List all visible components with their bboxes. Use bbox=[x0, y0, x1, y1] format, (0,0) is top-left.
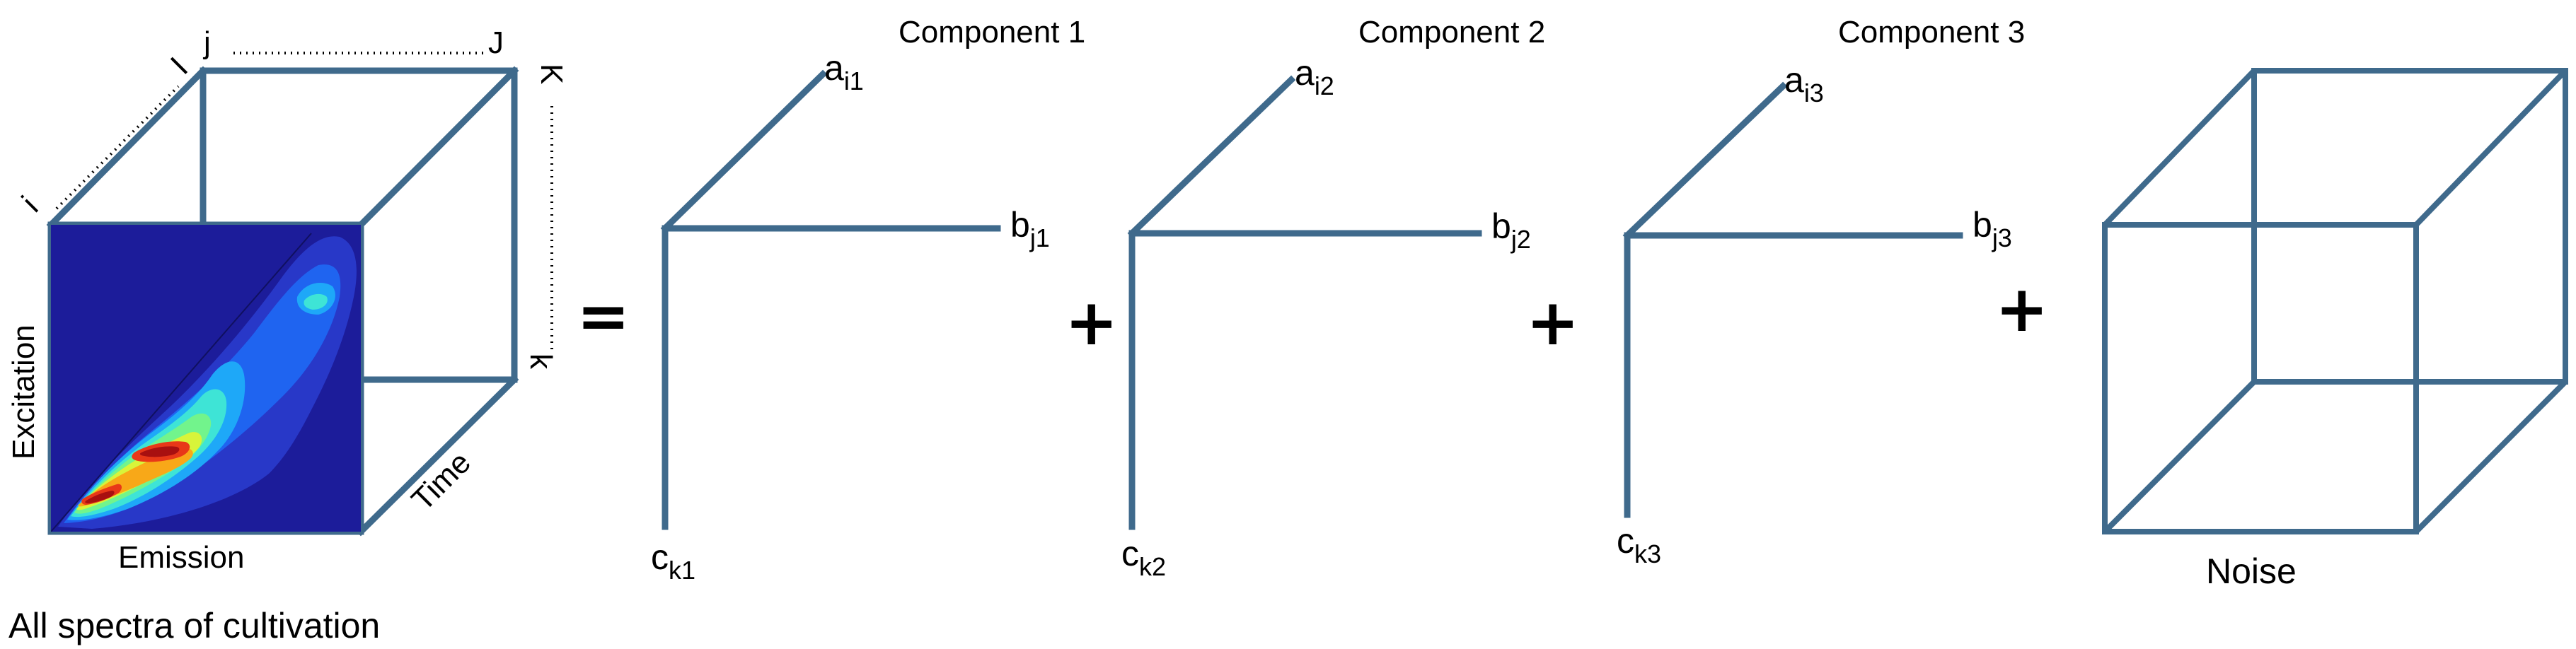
cube-label-i-end: I bbox=[164, 50, 195, 81]
component-3-title: Component 3 bbox=[1838, 15, 2025, 49]
plus-sign-3: + bbox=[1995, 272, 2048, 346]
component-3-b-label: bj3 bbox=[1973, 205, 2012, 252]
component-1: Component 1 ai1 bj1 ck1 bbox=[651, 15, 1085, 585]
noise-cube: Noise bbox=[2102, 68, 2568, 591]
equals-sign: = bbox=[577, 279, 630, 353]
time-axis-label: Time bbox=[405, 445, 478, 518]
component-1-b-label: bj1 bbox=[1010, 205, 1050, 252]
emission-axis-label: Emission bbox=[118, 540, 245, 575]
component-2-a-label: ai2 bbox=[1295, 53, 1334, 100]
noise-label: Noise bbox=[2206, 551, 2297, 591]
heatmap-level-9 bbox=[85, 491, 115, 503]
plus-sign-1: + bbox=[1065, 286, 1118, 360]
cube-label-j-end: J bbox=[488, 25, 504, 60]
noise-edge-top-right bbox=[2414, 69, 2568, 227]
cube-edge-top-left bbox=[46, 66, 208, 230]
component-2: Component 2 ai2 bj2 ck2 bbox=[1121, 15, 1545, 581]
component-1-a-label: ai1 bbox=[824, 48, 864, 95]
heatmap-diagonal bbox=[51, 233, 312, 532]
heatmap-level-9b bbox=[139, 446, 180, 457]
cube-label-i-start: i bbox=[16, 189, 45, 219]
guide-i-dots bbox=[55, 85, 180, 210]
component-2-c-label: ck2 bbox=[1121, 534, 1166, 581]
excitation-axis-label: Excitation bbox=[6, 324, 41, 460]
plus-sign-2: + bbox=[1526, 286, 1579, 360]
component-2-a-vector bbox=[1127, 75, 1296, 238]
heatmap-level-4b bbox=[304, 293, 328, 310]
component-1-c-label: ck1 bbox=[651, 537, 695, 585]
noise-edge-bottom-left bbox=[2103, 380, 2256, 534]
noise-edge-top-left bbox=[2103, 69, 2256, 227]
component-1-title: Component 1 bbox=[899, 15, 1085, 49]
component-3: Component 3 ai3 bj3 ck3 bbox=[1617, 15, 2025, 568]
noise-edge-bottom-right bbox=[2414, 380, 2568, 534]
cube-edge-top-right bbox=[356, 66, 519, 230]
cube-label-j-start: j bbox=[202, 25, 211, 60]
data-cube: i I j J K k Time Excitation Emission All… bbox=[6, 25, 569, 645]
component-2-b-label: bj2 bbox=[1491, 206, 1531, 254]
noise-front-face bbox=[2102, 222, 2419, 534]
component-2-title: Component 2 bbox=[1358, 15, 1545, 49]
cube-label-k-start: k bbox=[524, 353, 558, 370]
component-3-c-label: ck3 bbox=[1617, 521, 1661, 568]
cube-edge-bottom-right bbox=[356, 375, 519, 537]
cube-label-k-end: K bbox=[534, 64, 569, 84]
component-1-a-vector bbox=[660, 69, 828, 233]
component-3-a-vector bbox=[1622, 81, 1788, 240]
component-3-a-label: ai3 bbox=[1784, 60, 1824, 107]
cube-caption: All spectra of cultivation bbox=[8, 606, 380, 645]
eem-heatmap bbox=[51, 225, 361, 532]
